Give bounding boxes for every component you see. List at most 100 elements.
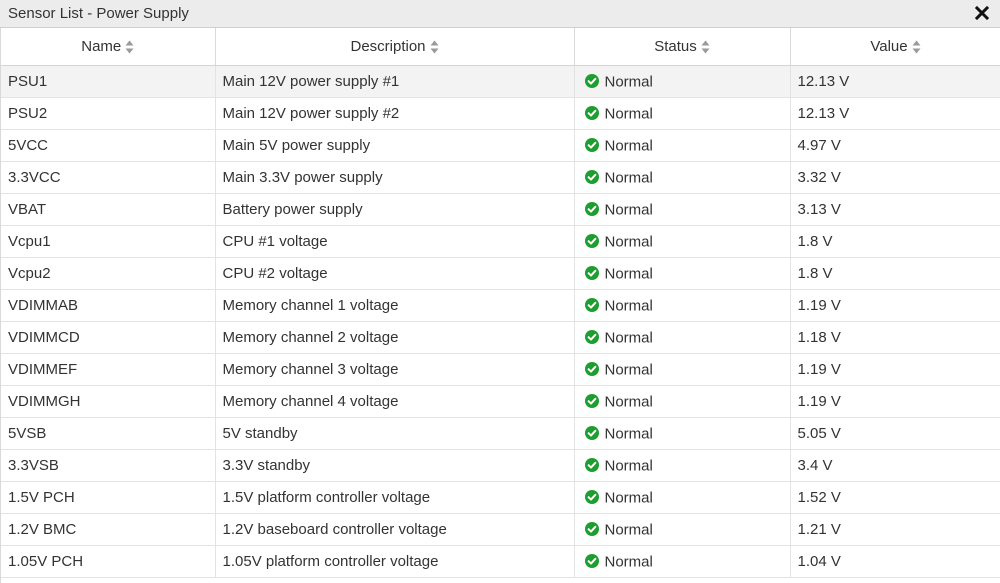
sensor-status-cell: Normal [574,193,791,226]
sensor-status-cell: Normal [574,449,791,482]
sensor-description-cell: Memory channel 4 voltage [215,385,575,418]
sensor-value: 3.4 V [797,457,833,474]
sensor-status: Normal [604,553,653,571]
sensor-table: Name Description Status Value PSU1 Main … [1,28,1000,578]
sensor-value-cell: 1.04 V [790,545,1000,578]
sensor-value-cell: 1.8 V [790,225,1000,258]
sensor-name-cell: 1.2V BMC [1,513,216,546]
sensor-value: 1.52 V [797,489,841,506]
sensor-name-cell: Vcpu2 [1,257,216,290]
sensor-description-cell: 1.05V platform controller voltage [215,545,575,578]
sensor-description-cell: CPU #2 voltage [215,257,575,290]
sensor-name-cell: 1.5V PCH [1,481,216,514]
table-row[interactable]: 1.5V PCH 1.5V platform controller voltag… [1,481,1000,514]
table-row[interactable]: VDIMMGH Memory channel 4 voltage Normal … [1,385,1000,418]
sensor-status: Normal [604,393,653,411]
sensor-description: CPU #2 voltage [222,265,328,282]
check-circle-icon [584,169,599,184]
table-row[interactable]: VDIMMAB Memory channel 1 voltage Normal … [1,289,1000,322]
sensor-status: Normal [604,361,653,379]
table-row[interactable]: Vcpu1 CPU #1 voltage Normal 1.8 V [1,225,1000,258]
dialog-titlebar: Sensor List - Power Supply [0,0,1000,28]
sensor-name-cell: PSU2 [1,97,216,130]
check-circle-icon [584,393,599,408]
sensor-name-cell: VDIMMGH [1,385,216,418]
table-row[interactable]: 3.3VCC Main 3.3V power supply Normal 3.3… [1,161,1000,194]
sensor-status-cell: Normal [574,97,791,130]
sensor-description: Battery power supply [222,201,363,218]
sensor-name: VBAT [8,201,47,218]
table-row[interactable]: 3.3VSB 3.3V standby Normal 3.4 V [1,449,1000,482]
sensor-table-container[interactable]: Name Description Status Value PSU1 Main … [0,28,1000,583]
sensor-status: Normal [604,489,653,507]
sensor-value: 1.19 V [797,297,841,314]
column-header-name[interactable]: Name [1,28,216,66]
sensor-name-cell: VBAT [1,193,216,226]
sensor-description: Memory channel 3 voltage [222,361,399,378]
sort-icon [701,40,710,54]
sensor-description-cell: 3.3V standby [215,449,575,482]
column-header-value[interactable]: Value [790,28,1000,66]
sensor-status-cell: Normal [574,225,791,258]
sensor-value-cell: 1.19 V [790,385,1000,418]
check-circle-icon [584,489,599,504]
sensor-value: 1.19 V [797,393,841,410]
sensor-description-cell: 1.2V baseboard controller voltage [215,513,575,546]
check-circle-icon [584,361,599,376]
sensor-status: Normal [604,425,653,443]
table-row[interactable]: VBAT Battery power supply Normal 3.13 V [1,193,1000,226]
sensor-name-cell: VDIMMAB [1,289,216,322]
sensor-status-cell: Normal [574,65,791,98]
sensor-value: 3.13 V [797,201,841,218]
sensor-status: Normal [604,233,653,251]
sensor-name: PSU1 [8,73,48,90]
table-row[interactable]: 5VSB 5V standby Normal 5.05 V [1,417,1000,450]
table-row[interactable]: PSU1 Main 12V power supply #1 Normal 12.… [1,65,1000,98]
sensor-description: 1.2V baseboard controller voltage [222,521,447,538]
sensor-description-cell: CPU #1 voltage [215,225,575,258]
close-icon[interactable] [974,4,990,22]
table-row[interactable]: PSU2 Main 12V power supply #2 Normal 12.… [1,97,1000,130]
sensor-description: CPU #1 voltage [222,233,328,250]
sensor-value: 1.04 V [797,553,841,570]
sensor-description-cell: Memory channel 1 voltage [215,289,575,322]
check-circle-icon [584,553,599,568]
column-header-label: Description [350,38,426,55]
sensor-value-cell: 4.97 V [790,129,1000,162]
sensor-description: 1.05V platform controller voltage [222,553,439,570]
sensor-status-cell: Normal [574,321,791,354]
sensor-value: 1.19 V [797,361,841,378]
table-row[interactable]: VDIMMEF Memory channel 3 voltage Normal … [1,353,1000,386]
sensor-description: Memory channel 1 voltage [222,297,399,314]
column-header-status[interactable]: Status [574,28,791,66]
sensor-name-cell: Vcpu1 [1,225,216,258]
sensor-status-cell: Normal [574,513,791,546]
sensor-description-cell: Main 5V power supply [215,129,575,162]
check-circle-icon [584,297,599,312]
sensor-status-cell: Normal [574,161,791,194]
check-circle-icon [584,457,599,472]
table-row[interactable]: 5VCC Main 5V power supply Normal 4.97 V [1,129,1000,162]
sensor-name: VDIMMEF [8,361,78,378]
column-header-label: Value [870,38,908,55]
sensor-name: 5VCC [8,137,49,154]
sensor-description-cell: Memory channel 2 voltage [215,321,575,354]
table-row[interactable]: 1.2V BMC 1.2V baseboard controller volta… [1,513,1000,546]
sensor-status: Normal [604,329,653,347]
table-row[interactable]: 1.05V PCH 1.05V platform controller volt… [1,545,1000,578]
table-row[interactable]: VDIMMCD Memory channel 2 voltage Normal … [1,321,1000,354]
column-header-description[interactable]: Description [215,28,575,66]
sensor-value-cell: 3.32 V [790,161,1000,194]
table-row[interactable]: Vcpu2 CPU #2 voltage Normal 1.8 V [1,257,1000,290]
sensor-description: 1.5V platform controller voltage [222,489,431,506]
sensor-status: Normal [604,457,653,475]
sensor-name: 1.2V BMC [8,521,77,538]
sensor-name: 3.3VSB [8,457,59,474]
sensor-name-cell: VDIMMCD [1,321,216,354]
sensor-status-cell: Normal [574,257,791,290]
sensor-status-cell: Normal [574,353,791,386]
sensor-value: 12.13 V [797,105,850,122]
sensor-description: Main 12V power supply #1 [222,73,400,90]
sensor-value: 1.8 V [797,265,833,282]
sensor-status-cell: Normal [574,385,791,418]
